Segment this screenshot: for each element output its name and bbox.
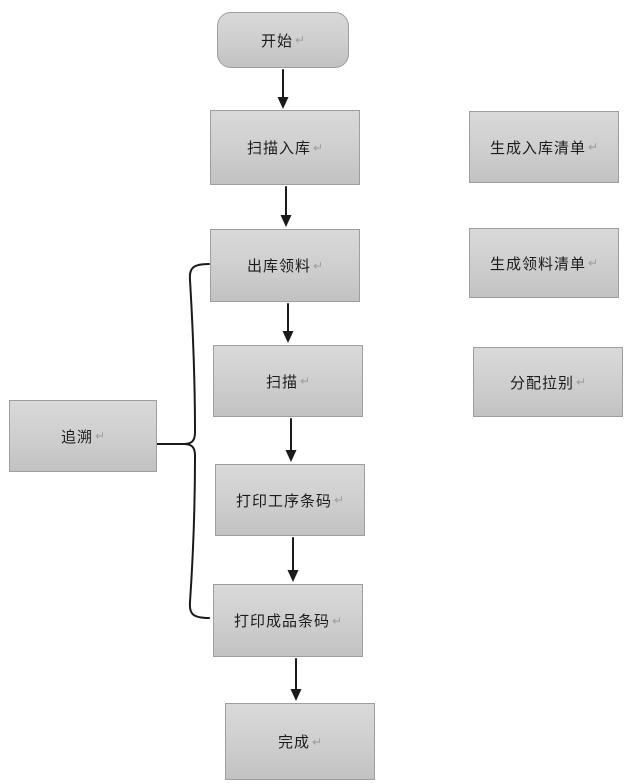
- trace-brace: [183, 263, 210, 619]
- return-mark-icon: ↵: [331, 613, 343, 628]
- side-node-generate-picking-list: 生成领料清单↵: [469, 228, 619, 298]
- arrow-outbound-picking-to-scan: [282, 303, 294, 343]
- return-mark-icon: ↵: [299, 374, 311, 388]
- arrow-scan-to-print-process-barcode: [285, 418, 297, 462]
- return-mark-icon: ↵: [312, 140, 324, 155]
- flow-node-print-process-barcode: 打印工序条码↵: [215, 464, 365, 536]
- arrow-print-process-to-print-product: [287, 537, 299, 582]
- flow-node-start: 开始↵: [217, 12, 349, 68]
- flow-node-finish-label: 完成: [277, 734, 310, 751]
- flow-node-finish: 完成↵: [225, 703, 375, 780]
- arrow-print-product-to-finish: [290, 658, 302, 701]
- side-node-generate-inbound-list-label: 生成入库清单: [489, 139, 586, 157]
- flow-node-scan-inbound: 扫描入库↵: [210, 110, 360, 185]
- arrow-scan-inbound-to-outbound-picking: [280, 186, 292, 227]
- return-mark-icon: ↵: [587, 256, 599, 270]
- return-mark-icon: ↵: [294, 33, 306, 47]
- return-mark-icon: ↵: [94, 429, 106, 443]
- return-mark-icon: ↵: [312, 258, 324, 273]
- flow-node-scan-inbound-label: 扫描入库: [246, 140, 311, 157]
- flow-node-print-process-barcode-label: 打印工序条码: [235, 492, 332, 510]
- flow-node-print-product-barcode: 打印成品条码↵: [213, 584, 363, 657]
- side-node-assign-line: 分配拉别↵: [473, 347, 623, 417]
- return-mark-icon: ↵: [311, 734, 323, 749]
- return-mark-icon: ↵: [575, 375, 587, 389]
- flow-node-scan: 扫描↵: [213, 345, 363, 417]
- side-node-generate-picking-list-label: 生成领料清单: [489, 255, 586, 273]
- return-mark-icon: ↵: [333, 493, 345, 507]
- return-mark-icon: ↵: [587, 140, 599, 154]
- side-node-generate-inbound-list: 生成入库清单↵: [469, 111, 619, 183]
- flow-node-scan-label: 扫描: [265, 373, 298, 391]
- flow-node-outbound-picking: 出库领料↵: [210, 229, 360, 302]
- arrow-start-to-scan-inbound: [277, 69, 289, 109]
- annotation-node-trace: 追溯↵: [9, 400, 157, 472]
- flow-node-start-label: 开始: [260, 32, 293, 50]
- side-node-assign-line-label: 分配拉别: [509, 374, 574, 392]
- flow-node-print-product-barcode-label: 打印成品条码: [233, 613, 330, 630]
- flow-node-outbound-picking-label: 出库领料: [246, 258, 311, 275]
- annotation-node-trace-label: 追溯: [60, 428, 93, 446]
